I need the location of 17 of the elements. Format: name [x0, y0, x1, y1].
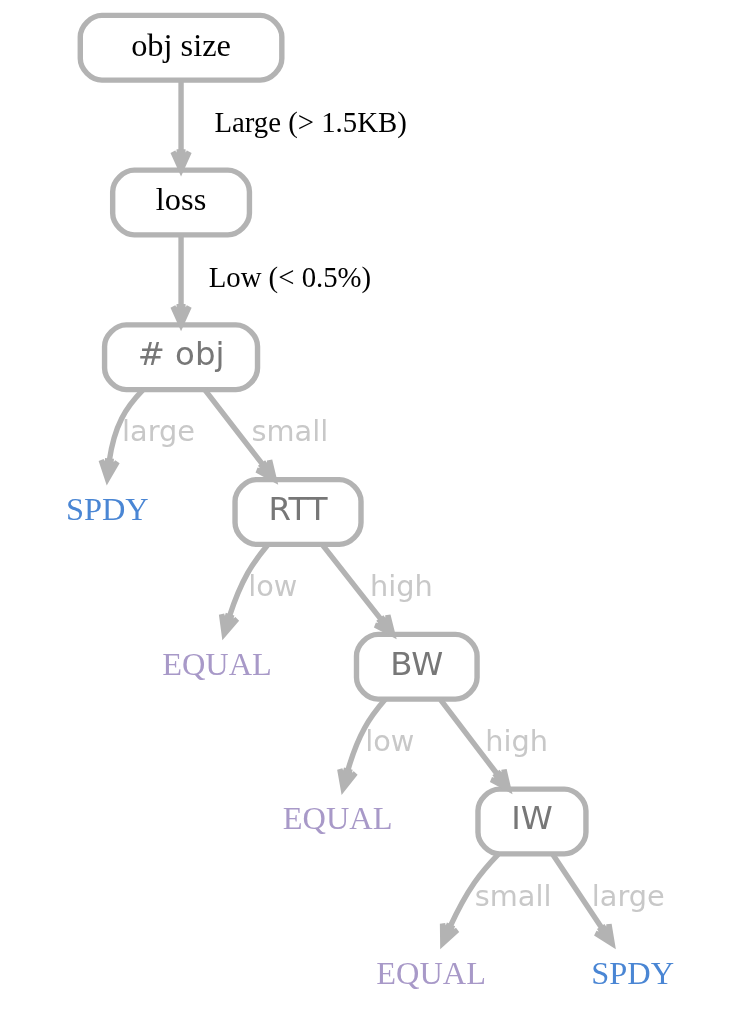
node-box: BW: [353, 631, 480, 702]
node-text: EQUAL: [375, 955, 486, 992]
arrow: [438, 698, 511, 792]
node-text: SPDY: [65, 490, 149, 527]
node-text: EQUAL: [161, 645, 272, 682]
node-text: SPDY: [590, 955, 674, 992]
arrow: [169, 235, 192, 328]
node-text: EQUAL: [282, 800, 392, 837]
edge-label: Low (< 0.5%): [208, 260, 371, 293]
node-box: obj size: [77, 12, 285, 83]
arrow: [439, 852, 500, 947]
node-box: RTT: [231, 476, 364, 548]
node-box: loss: [109, 167, 252, 238]
edge-label: Large (> 1.5KB): [213, 105, 407, 138]
node-box: # obj: [101, 322, 260, 393]
arrow: [550, 853, 615, 947]
node-box: IW: [474, 786, 589, 857]
